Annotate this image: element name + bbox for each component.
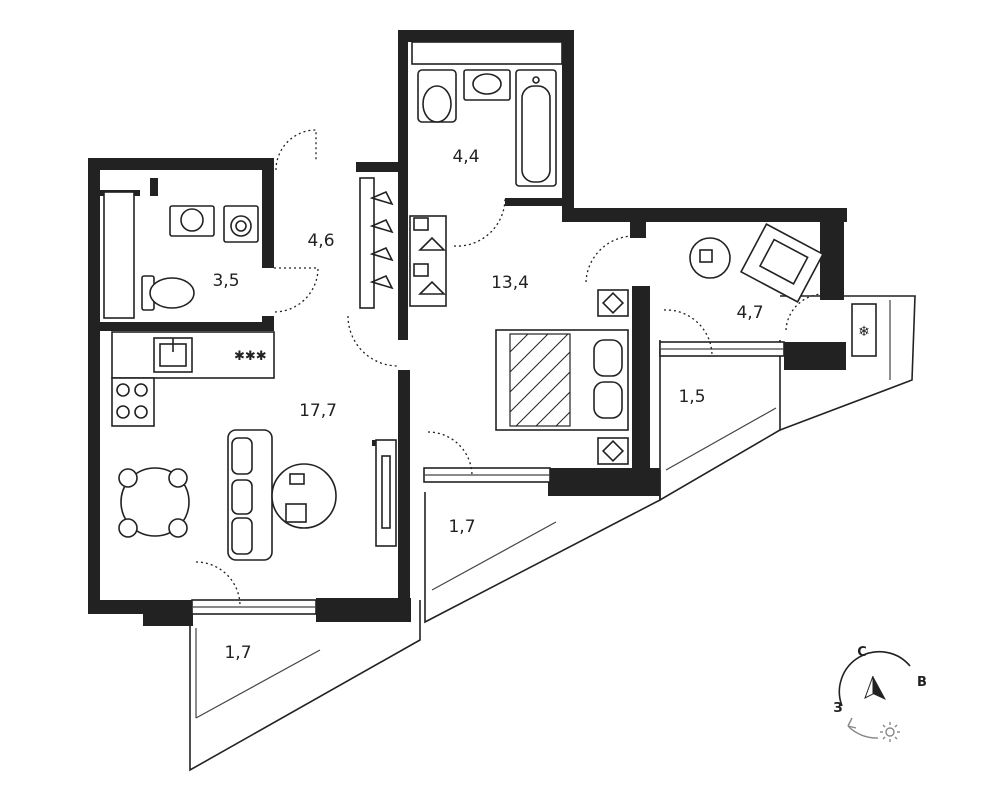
living: [227, 429, 397, 561]
dressing: ❄: [689, 223, 877, 357]
area-labels: 4,4 4,6 3,5 13,4 4,7 17,7 1,5 1,7 1,7: [212, 147, 763, 663]
area-bathroom: 4,4: [452, 147, 479, 167]
area-dressing: 4,7: [736, 303, 763, 323]
compass-west: З: [833, 701, 842, 716]
balcony-east: [659, 340, 781, 502]
sun-icon: [880, 722, 900, 742]
area-wc: 3,5: [212, 271, 239, 291]
area-balcony-living: 1,7: [224, 643, 251, 663]
compass: С В З: [833, 645, 927, 742]
area-kitchen-living: 17,7: [299, 401, 337, 421]
extractor-icon: ✱✱✱: [234, 349, 267, 364]
wardrobe: [359, 177, 447, 309]
area-bedroom: 13,4: [491, 273, 529, 293]
air-conditioner-icon: ❄: [858, 324, 870, 340]
balcony-living: [189, 600, 421, 772]
kitchen: ✱✱✱: [111, 331, 275, 538]
compass-east: В: [917, 675, 927, 690]
doors: [195, 129, 825, 607]
windows: [191, 41, 785, 615]
wc-fixtures: [103, 191, 259, 319]
compass-north: С: [857, 645, 867, 660]
loggia-ac: [779, 295, 916, 431]
area-balcony-bedroom: 1,7: [448, 517, 475, 537]
area-hall: 4,6: [307, 231, 334, 251]
area-balcony-east: 1,5: [678, 387, 705, 407]
bathroom-fixtures: [417, 69, 557, 187]
north-arrow-icon: [873, 676, 886, 700]
bedroom: [495, 289, 629, 465]
walls: [88, 30, 847, 626]
